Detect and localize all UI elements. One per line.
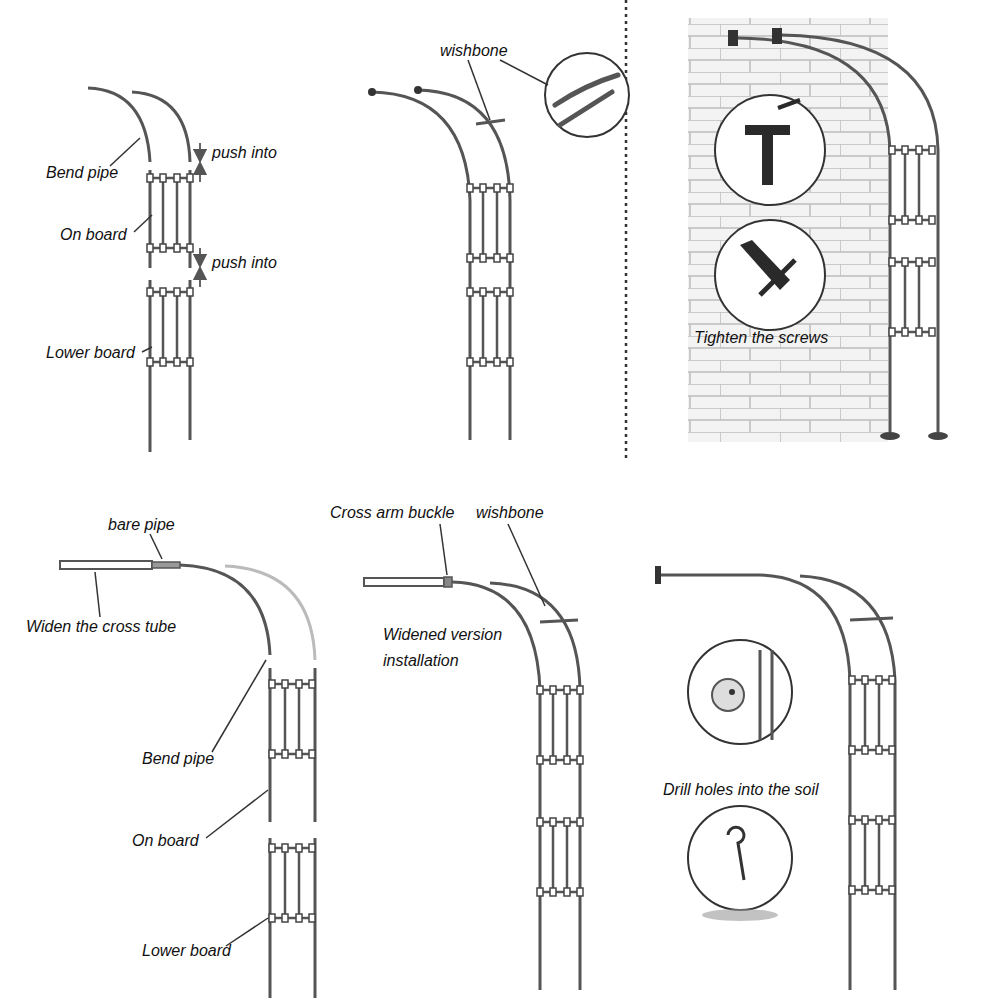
part-label: Lower board: [46, 340, 135, 366]
part-label: On board: [132, 828, 199, 854]
part-label: push into: [212, 250, 277, 276]
part-label: On board: [60, 222, 127, 248]
part-label: Widen the cross tube: [26, 614, 176, 640]
part-label: Drill holes into the soil: [663, 777, 819, 803]
part-label: Tighten the screws: [694, 325, 828, 351]
part-label: wishbone: [476, 500, 544, 526]
part-label: Widened version installation: [383, 622, 523, 673]
part-label: Cross arm buckle: [330, 500, 454, 526]
part-label: Lower board: [142, 938, 231, 964]
part-label: push into: [212, 140, 277, 166]
part-label: wishbone: [440, 38, 508, 64]
part-label: Bend pipe: [142, 746, 214, 772]
part-label: Bend pipe: [46, 160, 118, 186]
part-label: bare pipe: [108, 512, 175, 538]
